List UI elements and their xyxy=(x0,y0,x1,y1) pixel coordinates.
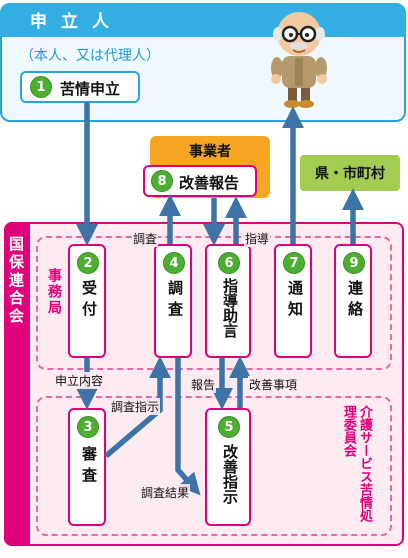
kokuho-title: 国保連合会 xyxy=(7,236,25,326)
kokuho-sidebar xyxy=(4,222,30,546)
step-number: 9 xyxy=(343,252,365,274)
step-3-review: 3 審査 xyxy=(68,408,106,526)
step-label: 調査 xyxy=(166,280,184,322)
applicant-subtitle: （本人、又は代理人） xyxy=(20,48,160,64)
annotation-report: 報告 xyxy=(190,376,217,393)
secretariat-label: 事務局 xyxy=(46,268,62,316)
step-label: 通知 xyxy=(286,280,304,322)
step-number: 7 xyxy=(283,252,305,274)
step-label: 連絡 xyxy=(346,280,364,322)
applicant-title: 申立人 xyxy=(30,12,123,32)
step-2-reception: 2 受付 xyxy=(68,244,106,358)
annotation-investigation-instruction: 調査指示 xyxy=(110,398,161,415)
step-label: 苦情申立 xyxy=(60,80,121,98)
step-number: 2 xyxy=(77,252,99,274)
step-number: 5 xyxy=(218,416,240,438)
step-7-notification: 7 通知 xyxy=(274,244,312,358)
elderly-man-illustration xyxy=(271,12,327,108)
step-1-complaint-filing: 1 苦情申立 xyxy=(20,71,140,103)
step-6-guidance-advice: 6 指導助言 xyxy=(205,244,251,358)
applicant-header xyxy=(0,3,406,37)
step-5-improvement-instruction: 5 改善指示 xyxy=(205,408,251,526)
step-number: 6 xyxy=(218,252,240,274)
step-label: 指導助言 xyxy=(221,278,239,338)
prefecture-panel xyxy=(300,155,400,191)
step-label: 改善指示 xyxy=(221,444,239,504)
committee-label: 介護サービス苦情処理委員会 xyxy=(341,405,372,522)
annotation-complaint-contents: 申立内容 xyxy=(54,372,105,389)
arrow-investigation-result xyxy=(175,358,201,496)
step-number: 3 xyxy=(77,416,99,438)
annotation-investigation-result: 調査結果 xyxy=(140,484,191,501)
prefecture-label: 県・市町村 xyxy=(315,166,385,182)
step-number: 4 xyxy=(163,252,185,274)
step-4-investigation: 4 調査 xyxy=(154,244,192,358)
business-title: 事業者 xyxy=(189,144,231,160)
annotation-investigation: 調査 xyxy=(132,230,159,247)
step-8-improvement-report: 8 改善報告 xyxy=(143,165,257,197)
step-number: 1 xyxy=(30,76,52,98)
annotation-guidance: 指導 xyxy=(244,230,271,247)
step-label: 受付 xyxy=(80,280,98,322)
step-9-contact: 9 連絡 xyxy=(334,244,372,358)
step-label: 改善報告 xyxy=(179,174,240,192)
annotation-improvement-items: 改善事項 xyxy=(248,376,299,393)
step-number: 8 xyxy=(151,170,173,192)
step-label: 審査 xyxy=(80,446,98,488)
